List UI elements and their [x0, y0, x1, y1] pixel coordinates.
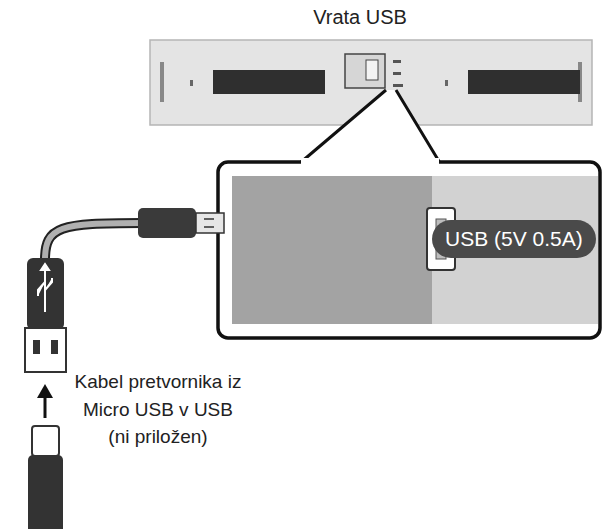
micro-usb-plug	[196, 213, 224, 233]
insert-arrow	[44, 396, 47, 418]
usb-adapter	[33, 340, 40, 354]
soundbar-mark	[160, 62, 164, 102]
cable	[45, 223, 142, 260]
speaker-slot	[468, 70, 580, 94]
usb-adapter	[25, 328, 66, 372]
usb-adapter	[51, 340, 58, 354]
usb-c-plug	[28, 455, 63, 529]
port-panel	[345, 54, 385, 88]
usb-adapter	[27, 258, 64, 330]
cable	[45, 223, 142, 260]
micro-usb-plug	[204, 219, 214, 227]
soundbar-mark	[190, 80, 193, 86]
port-mark	[393, 60, 401, 63]
title: Vrata USB	[250, 6, 470, 29]
soundbar-mark	[445, 80, 448, 86]
port-panel	[366, 60, 378, 80]
insert-arrow	[37, 384, 53, 398]
port-mark	[393, 84, 403, 87]
port-rating: USB (5V 0.5A)	[445, 227, 583, 251]
usb-c-plug	[32, 426, 59, 456]
panel-left	[232, 176, 432, 324]
speaker-slot	[213, 70, 325, 94]
micro-usb-plug	[138, 208, 196, 238]
panel-right	[432, 176, 598, 324]
callout-pointer	[300, 90, 440, 163]
cable-note: Kabel pretvornika iz Micro USB v USB (ni…	[72, 368, 244, 451]
callout-pointer	[300, 90, 440, 163]
port-mark	[393, 72, 401, 75]
callout-pointer	[301, 158, 439, 166]
usb-symbol	[38, 264, 52, 312]
port-label-pill: USB (5V 0.5A)	[432, 220, 596, 258]
zoom-frame	[218, 162, 600, 338]
